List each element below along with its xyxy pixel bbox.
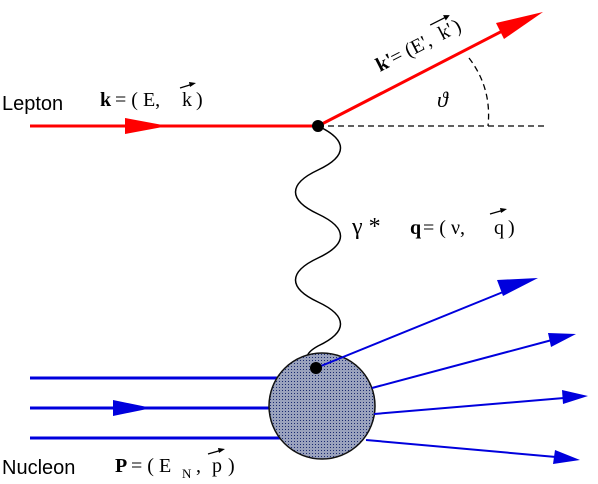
hadron-line-2 — [371, 339, 553, 389]
nucleon-blob — [268, 352, 376, 460]
hadron-line-4 — [365, 439, 557, 458]
outgoing-lepton-line — [317, 25, 511, 128]
svg-text:): ) — [196, 89, 203, 111]
hadron-arrow-3 — [562, 390, 588, 404]
outgoing-lepton-arrow — [496, 12, 543, 39]
svg-text:= ( E: = ( E — [131, 455, 171, 477]
photon-momentum: q = ( ν, q ) — [410, 208, 515, 239]
nucleon-momentum: P = ( E N , p ) — [115, 448, 235, 481]
hadron-arrow-2 — [548, 333, 576, 347]
svg-text:P: P — [115, 455, 127, 477]
svg-text:k: k — [182, 89, 192, 111]
outgoing-lepton-momentum: k' = (E', k' ) — [372, 15, 465, 77]
incoming-lepton-arrow — [125, 118, 168, 134]
svg-text:p: p — [212, 455, 222, 477]
hadron-arrow-4 — [553, 450, 580, 464]
svg-text:,: , — [196, 455, 201, 477]
svg-text:q: q — [494, 217, 504, 239]
lepton-vertex — [312, 120, 324, 132]
svg-text:= ( ν,: = ( ν, — [423, 217, 465, 239]
photon-label: γ * — [351, 214, 381, 240]
scattering-angle-label: ϑ — [437, 87, 449, 112]
nucleon-arrow — [113, 400, 152, 416]
virtual-photon-wavy-line — [294, 125, 342, 369]
incoming-lepton-momentum: k = ( E, k ) — [100, 82, 203, 111]
nucleon-label: Nucleon — [2, 457, 75, 479]
nucleon-vertex — [310, 362, 322, 374]
hadron-line-3 — [373, 397, 565, 415]
hadron-arrow-1 — [497, 278, 538, 296]
svg-text:= (E',: = (E', — [387, 30, 436, 69]
lepton-label: Lepton — [2, 93, 63, 115]
svg-text:q: q — [410, 217, 421, 239]
svg-text:): ) — [508, 217, 515, 239]
angle-arc — [468, 57, 490, 127]
svg-text:): ) — [228, 455, 235, 477]
svg-text:k: k — [100, 89, 112, 111]
svg-text:N: N — [182, 466, 192, 481]
svg-text:= ( E,: = ( E, — [115, 89, 160, 111]
hadron-line-1 — [315, 289, 509, 369]
